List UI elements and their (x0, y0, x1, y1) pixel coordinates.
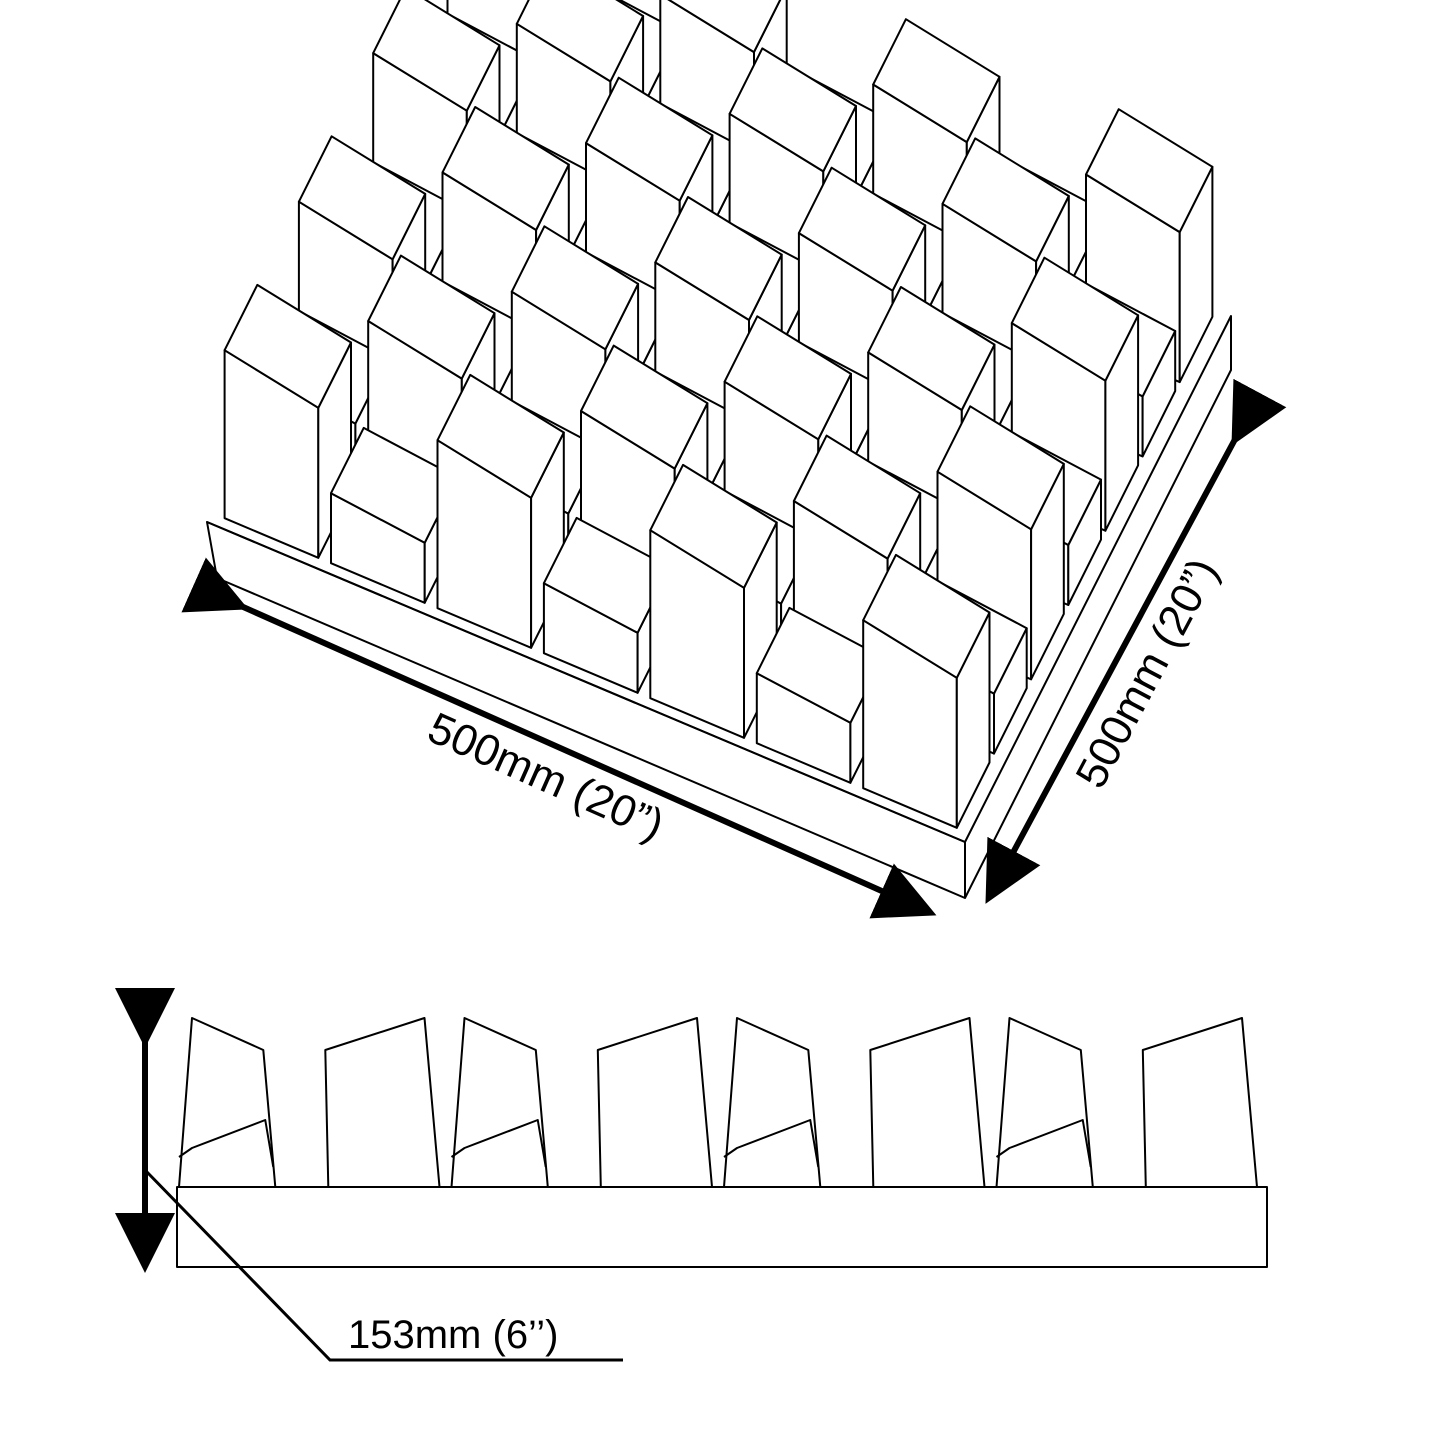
width-dimension-arrow (985, 378, 1287, 904)
block-top-face (1010, 256, 1140, 382)
block-top-face (1085, 108, 1214, 234)
length-dimension-arrow (181, 557, 937, 919)
side-profile-peak (1141, 1017, 1258, 1188)
block-top-face (436, 373, 565, 499)
side-profile-peak (995, 1017, 1094, 1188)
side-profile-peak (178, 1017, 277, 1188)
block-top-face (792, 434, 922, 560)
block-top-face (797, 166, 927, 292)
side-profile-peak (596, 1017, 713, 1188)
block-top-face (297, 135, 427, 261)
height-dimension-label: 153mm (6’’) (348, 1313, 558, 1357)
side-profile-lower-step (995, 1119, 1092, 1168)
block-top-face (867, 286, 996, 411)
block-top-face (367, 254, 496, 380)
block-top-face (223, 283, 352, 409)
block-top-face (515, 0, 645, 83)
block-top-face (728, 47, 857, 173)
block-top-face (585, 76, 714, 202)
width-dimension-label: 500mm (20”) (1066, 551, 1227, 796)
block-top-face (941, 137, 1070, 263)
height-leader-line (143, 1168, 623, 1362)
side-profile-lower-step (450, 1119, 547, 1168)
block-top-face (723, 315, 852, 441)
diffuser-block (223, 283, 352, 559)
side-base-rectangle (176, 1186, 1268, 1268)
block-top-face (580, 344, 709, 470)
block-top-face (667, 0, 782, 54)
block-top-face (654, 196, 783, 321)
side-profile-peak (723, 1017, 822, 1188)
block-top-face (372, 0, 501, 112)
side-profile-lower-step (723, 1119, 820, 1168)
side-profile-peak (450, 1017, 549, 1188)
side-profile-peak (324, 1017, 441, 1188)
side-profile-view (176, 1017, 1268, 1268)
block-top-face (510, 225, 640, 351)
side-profile-peak (869, 1017, 986, 1188)
side-profile-lower-step (178, 1119, 275, 1168)
block-top-face (441, 106, 570, 231)
block-top-face (872, 18, 1001, 144)
